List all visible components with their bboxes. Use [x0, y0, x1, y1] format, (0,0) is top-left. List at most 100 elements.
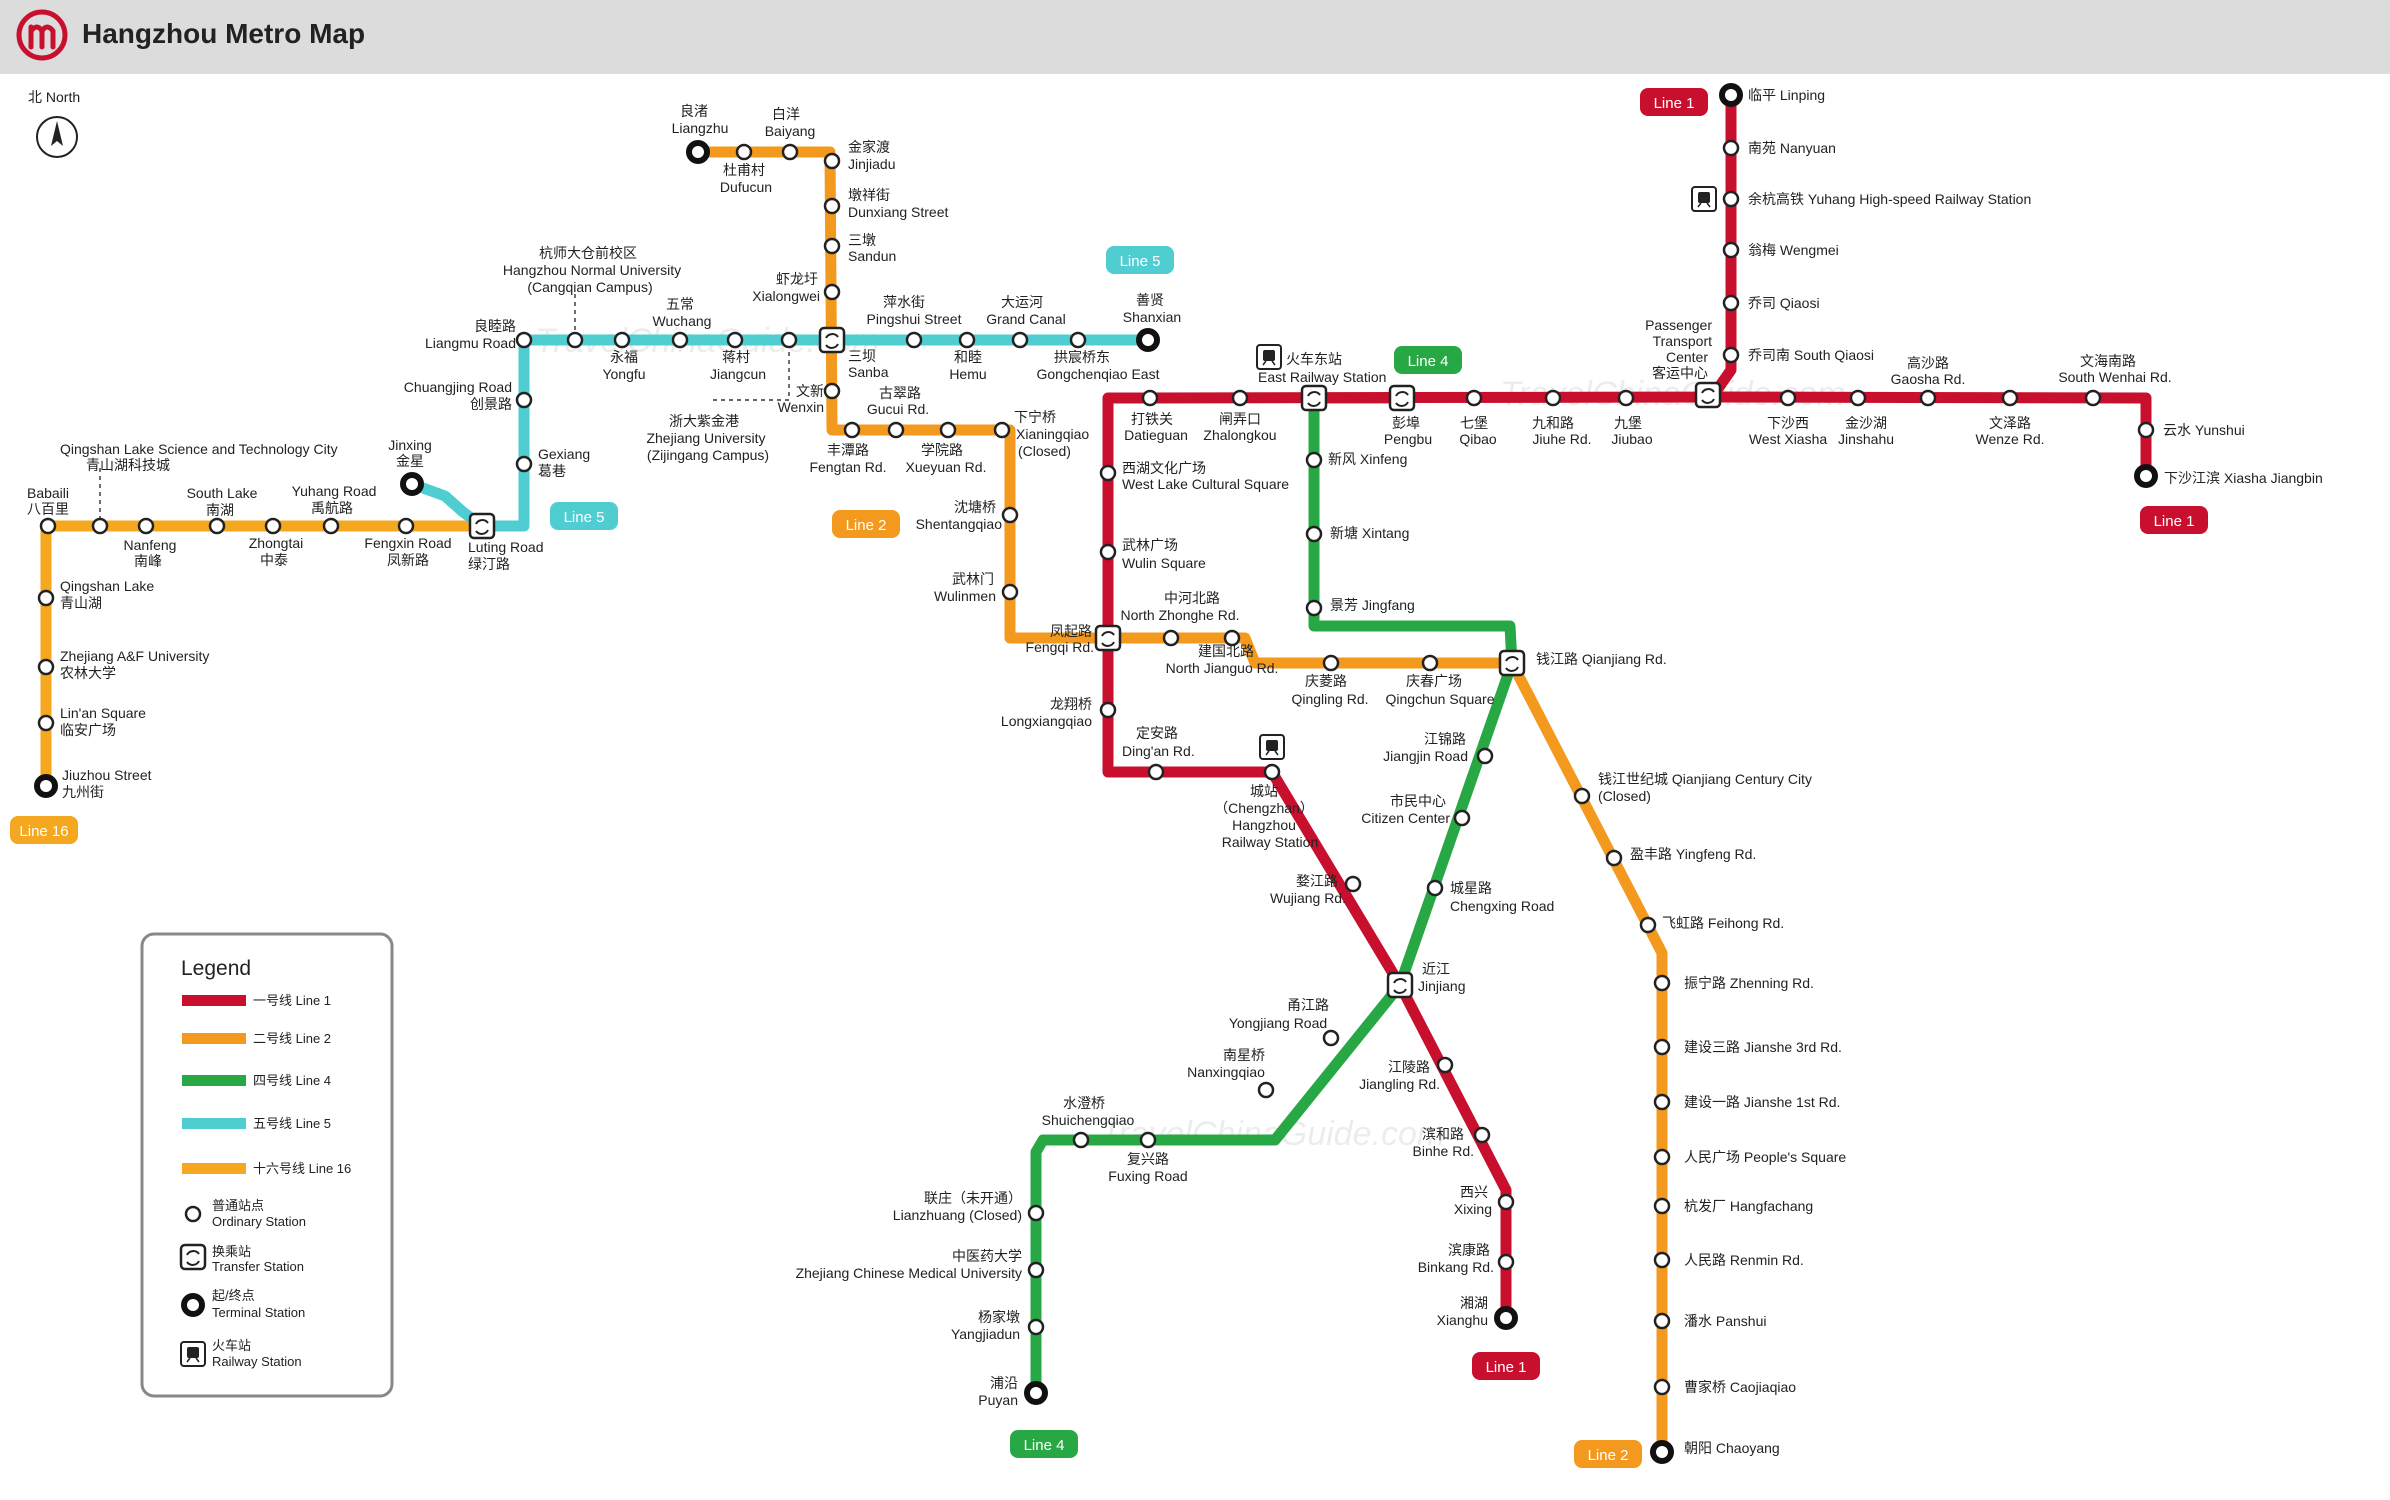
- terminal-chaoyang[interactable]: [1650, 1440, 1674, 1464]
- station-xialongwei[interactable]: [823, 283, 841, 301]
- station-pingshui[interactable]: [905, 331, 923, 349]
- station-gucui[interactable]: [887, 421, 905, 439]
- terminal-liangzhu[interactable]: [686, 140, 710, 164]
- station-qingling[interactable]: [1322, 654, 1340, 672]
- station-sandun[interactable]: [823, 237, 841, 255]
- station-qiaosi[interactable]: [1722, 294, 1740, 312]
- station-dingan[interactable]: [1147, 763, 1165, 781]
- station-gaosha[interactable]: [1919, 389, 1937, 407]
- station-zcmu[interactable]: [1027, 1261, 1045, 1279]
- station-jianshe1[interactable]: [1653, 1093, 1671, 1111]
- station-qingshanlake[interactable]: [37, 589, 55, 607]
- station-jinjiadu[interactable]: [823, 152, 841, 170]
- transfer-icon[interactable]: [818, 326, 846, 354]
- station-jiuhe[interactable]: [1544, 389, 1562, 407]
- station-binhe[interactable]: [1473, 1126, 1491, 1144]
- station-zijingang[interactable]: [780, 331, 798, 349]
- terminal-jinxing[interactable]: [400, 472, 424, 496]
- station-south-qiaosi[interactable]: [1722, 346, 1740, 364]
- station-hemu[interactable]: [958, 331, 976, 349]
- station-gongchenqiao[interactable]: [1069, 331, 1087, 349]
- station-jiangcun[interactable]: [726, 331, 744, 349]
- station-wenxin[interactable]: [823, 382, 841, 400]
- station-chuangjing[interactable]: [515, 391, 533, 409]
- station-yuhang-hsr[interactable]: [1722, 190, 1740, 208]
- station-century[interactable]: [1573, 787, 1591, 805]
- station-wenze[interactable]: [2001, 389, 2019, 407]
- terminal-xiasha-jiangbin[interactable]: [2134, 464, 2158, 488]
- transfer-icon[interactable]: [1300, 384, 1328, 412]
- station-chengzhan[interactable]: [1263, 763, 1281, 781]
- station-jiangjin[interactable]: [1476, 747, 1494, 765]
- station-zhonghe[interactable]: [1162, 629, 1180, 647]
- station-zhenning[interactable]: [1653, 974, 1671, 992]
- station-nanxingqiao[interactable]: [1257, 1081, 1275, 1099]
- station-xixing[interactable]: [1497, 1193, 1515, 1211]
- station-wuchang[interactable]: [671, 331, 689, 349]
- station-qingchun[interactable]: [1421, 654, 1439, 672]
- station-xinfeng[interactable]: [1305, 451, 1323, 469]
- station-lianzhuang[interactable]: [1027, 1204, 1045, 1222]
- terminal-jiuzhou[interactable]: [34, 774, 58, 798]
- station-wujiang[interactable]: [1344, 875, 1362, 893]
- station-gexiang[interactable]: [515, 455, 533, 473]
- transfer-icon[interactable]: [1388, 384, 1416, 412]
- station-westlake[interactable]: [1099, 464, 1117, 482]
- station-fuxing[interactable]: [1139, 1131, 1157, 1149]
- transfer-icon[interactable]: [1694, 381, 1722, 409]
- terminal-linping[interactable]: [1719, 83, 1743, 107]
- station-xintang[interactable]: [1305, 525, 1323, 543]
- station-jianguo[interactable]: [1223, 629, 1241, 647]
- station-wengmei[interactable]: [1722, 241, 1740, 259]
- station-yangjiadun[interactable]: [1027, 1318, 1045, 1336]
- station-zafu[interactable]: [37, 658, 55, 676]
- terminal-shanxian[interactable]: [1136, 328, 1160, 352]
- station-wulinmen[interactable]: [1001, 583, 1019, 601]
- station-peoples[interactable]: [1653, 1148, 1671, 1166]
- station-qstc[interactable]: [91, 517, 109, 535]
- station-feihong[interactable]: [1639, 916, 1657, 934]
- station-wenhai[interactable]: [2084, 389, 2102, 407]
- station-longxiangqiao[interactable]: [1099, 701, 1117, 719]
- terminal-xianghu[interactable]: [1494, 1306, 1518, 1330]
- station-zhalongkou[interactable]: [1231, 389, 1249, 407]
- station-xueyuan[interactable]: [939, 421, 957, 439]
- station-cangqian[interactable]: [566, 331, 584, 349]
- station-dufucun[interactable]: [735, 143, 753, 161]
- station-jianshe3[interactable]: [1653, 1038, 1671, 1056]
- transfer-icon[interactable]: [1386, 971, 1414, 999]
- station-xianingqiao[interactable]: [993, 421, 1011, 439]
- terminal-puyan[interactable]: [1024, 1381, 1048, 1405]
- station-shentangqiao[interactable]: [1001, 506, 1019, 524]
- station-nanfeng[interactable]: [137, 517, 155, 535]
- station-liangmu[interactable]: [515, 331, 533, 349]
- station-xiasha-west[interactable]: [1779, 389, 1797, 407]
- station-southlake[interactable]: [208, 517, 226, 535]
- station-shuichengqiao[interactable]: [1072, 1131, 1090, 1149]
- station-jingfang[interactable]: [1305, 599, 1323, 617]
- station-nanyuan[interactable]: [1722, 139, 1740, 157]
- station-yunshui[interactable]: [2137, 421, 2155, 439]
- station-yuhang[interactable]: [322, 517, 340, 535]
- station-fengxin[interactable]: [397, 517, 415, 535]
- station-yingfeng[interactable]: [1605, 849, 1623, 867]
- station-linan[interactable]: [37, 714, 55, 732]
- station-zhongtai[interactable]: [264, 517, 282, 535]
- station-fengtan[interactable]: [843, 421, 861, 439]
- station-qibao[interactable]: [1465, 389, 1483, 407]
- station-renmin[interactable]: [1653, 1251, 1671, 1269]
- station-yongjiang[interactable]: [1322, 1029, 1340, 1047]
- station-babaili[interactable]: [39, 517, 57, 535]
- transfer-icon[interactable]: [1498, 649, 1526, 677]
- station-jinshahu[interactable]: [1849, 389, 1867, 407]
- station-caojiaqiao[interactable]: [1653, 1378, 1671, 1396]
- station-panshui[interactable]: [1653, 1312, 1671, 1330]
- station-hangfachang[interactable]: [1653, 1197, 1671, 1215]
- station-chengxing[interactable]: [1426, 879, 1444, 897]
- transfer-icon[interactable]: [468, 512, 496, 540]
- station-citizen[interactable]: [1453, 809, 1471, 827]
- station-binkang[interactable]: [1497, 1253, 1515, 1271]
- station-grandcanal[interactable]: [1011, 331, 1029, 349]
- station-jiangling[interactable]: [1436, 1056, 1454, 1074]
